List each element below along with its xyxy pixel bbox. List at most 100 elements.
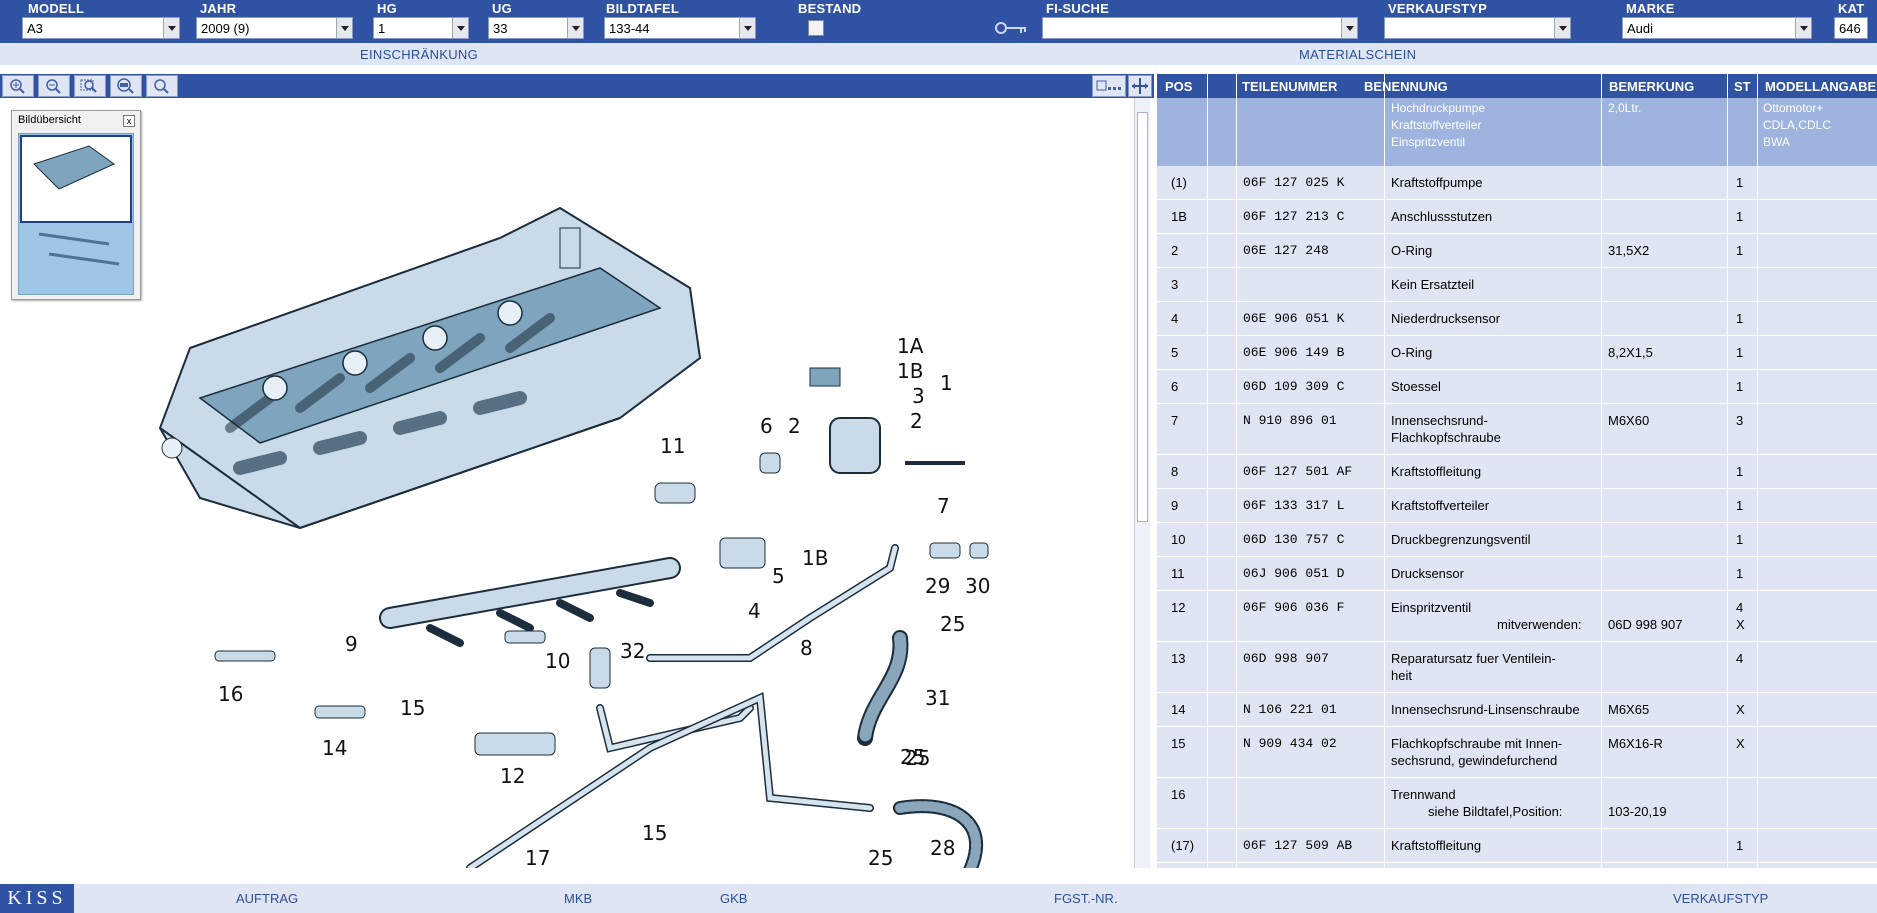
chevron-down-icon[interactable] — [739, 18, 755, 38]
col-modellangabe[interactable]: MODELLANGABE — [1765, 79, 1877, 94]
modell-select[interactable]: A3 — [22, 17, 180, 39]
bildtafel-select[interactable]: 133-44 — [604, 17, 756, 39]
table-row[interactable]: 3 Kein Ersatzteil — [1157, 268, 1877, 302]
exploded-view-canvas[interactable]: 1A 1B 3 1 2 6 2 11 7 1B 5 4 29 30 25 8 3… — [0, 98, 1134, 868]
table-row[interactable]: 8 06F 127 501 AF Kraftstoffleitung 1 — [1157, 455, 1877, 489]
bestand-label: BESTAND — [798, 1, 862, 16]
kat-label: KAT — [1838, 1, 1865, 16]
key-icon[interactable] — [994, 19, 1030, 37]
table-row[interactable]: 1B 06F 127 213 C Anschlussstutzen 1 — [1157, 200, 1877, 234]
hg-label: HG — [377, 1, 397, 16]
label-5: 5 — [772, 564, 785, 588]
row-st: 1 — [1736, 243, 1744, 258]
table-row[interactable]: 2 06E 127 248 O-Ring 31,5X2 1 — [1157, 234, 1877, 268]
row-teilenummer: 06E 906 051 K — [1243, 311, 1345, 326]
image-scrollbar[interactable] — [1134, 98, 1150, 868]
col-pos[interactable]: POS — [1165, 79, 1193, 94]
chevron-down-icon[interactable] — [1341, 18, 1357, 38]
table-row[interactable]: 11 06J 906 051 D Drucksensor 1 — [1157, 557, 1877, 591]
verkaufstyp-button[interactable]: VERKAUFSTYP — [1673, 891, 1769, 906]
verkaufstyp-select[interactable] — [1384, 17, 1571, 39]
chevron-down-icon[interactable] — [336, 18, 352, 38]
table-row[interactable]: 5 06E 906 149 B O-Ring 8,2X1,5 1 — [1157, 336, 1877, 370]
table-row[interactable]: 4 06E 906 051 K Niederdrucksensor 1 — [1157, 302, 1877, 336]
col-teilenummer[interactable]: TEILENUMMER — [1242, 79, 1338, 94]
row-bemerkung: M6X65 — [1608, 702, 1650, 717]
table-row[interactable]: 15 N 909 434 02 Flachkopfschraube mit In… — [1157, 727, 1877, 778]
row-benennung: O-Ring — [1391, 345, 1433, 360]
modell-label: MODELL — [28, 1, 85, 16]
zoom-100-button[interactable] — [110, 75, 142, 97]
jahr-value: 2009 (9) — [201, 21, 250, 36]
col-bemerkung[interactable]: BEMERKUNG — [1609, 79, 1695, 94]
table-row[interactable]: (17) 06F 127 509 AB Kraftstoffleitung 1 — [1157, 829, 1877, 863]
label-10: 10 — [545, 649, 570, 673]
table-row[interactable]: 9 06F 133 317 L Kraftstoffverteiler 1 — [1157, 489, 1877, 523]
gkb-button[interactable]: GKB — [720, 891, 748, 906]
zoom-in-button[interactable] — [2, 75, 34, 97]
column-divider — [1601, 74, 1602, 868]
zoom-in-icon — [10, 79, 25, 94]
row-pos: 1B — [1171, 209, 1187, 224]
bestand-checkbox[interactable] — [808, 20, 824, 36]
fi-suche-select[interactable] — [1042, 17, 1358, 39]
hg-select[interactable]: 1 — [373, 17, 469, 39]
zoom-out-icon — [46, 79, 61, 94]
table-row[interactable]: 13 06D 998 907 Reparatursatz fuer Ventil… — [1157, 642, 1877, 693]
zoom-out-button[interactable] — [38, 75, 70, 97]
row-teilenummer: 06E 127 248 — [1243, 243, 1329, 258]
row-pos: 14 — [1171, 702, 1186, 717]
chevron-down-icon[interactable] — [567, 18, 583, 38]
fgst-nr-button[interactable]: FGST.-NR. — [1054, 891, 1118, 906]
table-row[interactable]: 12 06F 906 036 F Einspritzventil mitverw… — [1157, 591, 1877, 642]
move-arrows-icon — [1132, 78, 1148, 94]
chevron-down-icon[interactable] — [1795, 18, 1811, 38]
row-benennung: Einspritzventil — [1391, 600, 1472, 615]
kat-field[interactable]: 646 — [1834, 17, 1868, 39]
split-move-button[interactable] — [1128, 75, 1152, 97]
row-st: 3 — [1736, 413, 1744, 428]
label-12: 12 — [500, 764, 525, 788]
table-row[interactable]: 10 06D 130 757 C Druckbegrenzungsventil … — [1157, 523, 1877, 557]
overview-title: Bildübersicht — [18, 114, 81, 126]
filter-bar: MODELL A3 JAHR 2009 (9) HG 1 UG 33 BILDT… — [0, 0, 1877, 43]
overview-thumbnail[interactable] — [18, 133, 134, 295]
row-st: X — [1736, 736, 1745, 751]
chevron-down-icon[interactable] — [1554, 18, 1570, 38]
row-pos: 12 — [1171, 600, 1186, 615]
label-4: 4 — [748, 599, 761, 623]
col-benennung[interactable]: BENENNUNG — [1364, 79, 1448, 94]
table-row[interactable]: 6 06D 109 309 C Stoessel 1 — [1157, 370, 1877, 404]
label-2b: 2 — [788, 414, 801, 438]
label-11: 11 — [660, 434, 685, 458]
row-benennung: Kraftstoffleitung — [1391, 464, 1482, 479]
row-bemerkung: 8,2X1,5 — [1608, 345, 1653, 360]
table-row[interactable]: 16 Trennwand siehe Bildtafel,Position: 1… — [1157, 778, 1877, 829]
table-row[interactable]: (1) 06F 127 025 K Kraftstoffpumpe 1 — [1157, 166, 1877, 200]
row-bemerkung-sub[interactable]: 103-20,19 — [1608, 804, 1667, 819]
ug-select[interactable]: 33 — [488, 17, 584, 39]
zoom-fit-button[interactable] — [146, 75, 178, 97]
label-15b: 15 — [642, 821, 667, 845]
table-row[interactable]: 14 N 106 221 01 Innensechsrund-Linsensch… — [1157, 693, 1877, 727]
chevron-down-icon[interactable] — [452, 18, 468, 38]
row-bemerkung-sub[interactable]: 06D 998 907 — [1608, 617, 1683, 632]
parts-diagram[interactable]: 1A 1B 3 1 2 6 2 11 7 1B 5 4 29 30 25 8 3… — [0, 98, 1134, 868]
col-st[interactable]: ST — [1734, 79, 1751, 94]
thumbnail-toggle-button[interactable] — [1092, 75, 1126, 97]
row-teilenummer: N 910 896 01 — [1243, 413, 1337, 428]
label-25c: 25 — [868, 846, 893, 868]
table-group-row[interactable]: Hochdruckpumpe Kraftstoffverteiler Einsp… — [1157, 98, 1877, 166]
column-divider — [1384, 74, 1385, 868]
row-teilenummer: 06D 998 907 — [1243, 651, 1329, 666]
image-scrollbar-thumb[interactable] — [1137, 112, 1148, 522]
close-icon[interactable]: x — [123, 115, 135, 127]
marke-label: MARKE — [1626, 1, 1675, 16]
table-row[interactable]: 7 N 910 896 01 Innensechsrund- Flachkopf… — [1157, 404, 1877, 455]
chevron-down-icon[interactable] — [163, 18, 179, 38]
mkb-button[interactable]: MKB — [564, 891, 593, 906]
zoom-area-button[interactable] — [74, 75, 106, 97]
auftrag-button[interactable]: AUFTRAG — [236, 891, 299, 906]
jahr-select[interactable]: 2009 (9) — [196, 17, 353, 39]
marke-select[interactable]: Audi — [1622, 17, 1812, 39]
